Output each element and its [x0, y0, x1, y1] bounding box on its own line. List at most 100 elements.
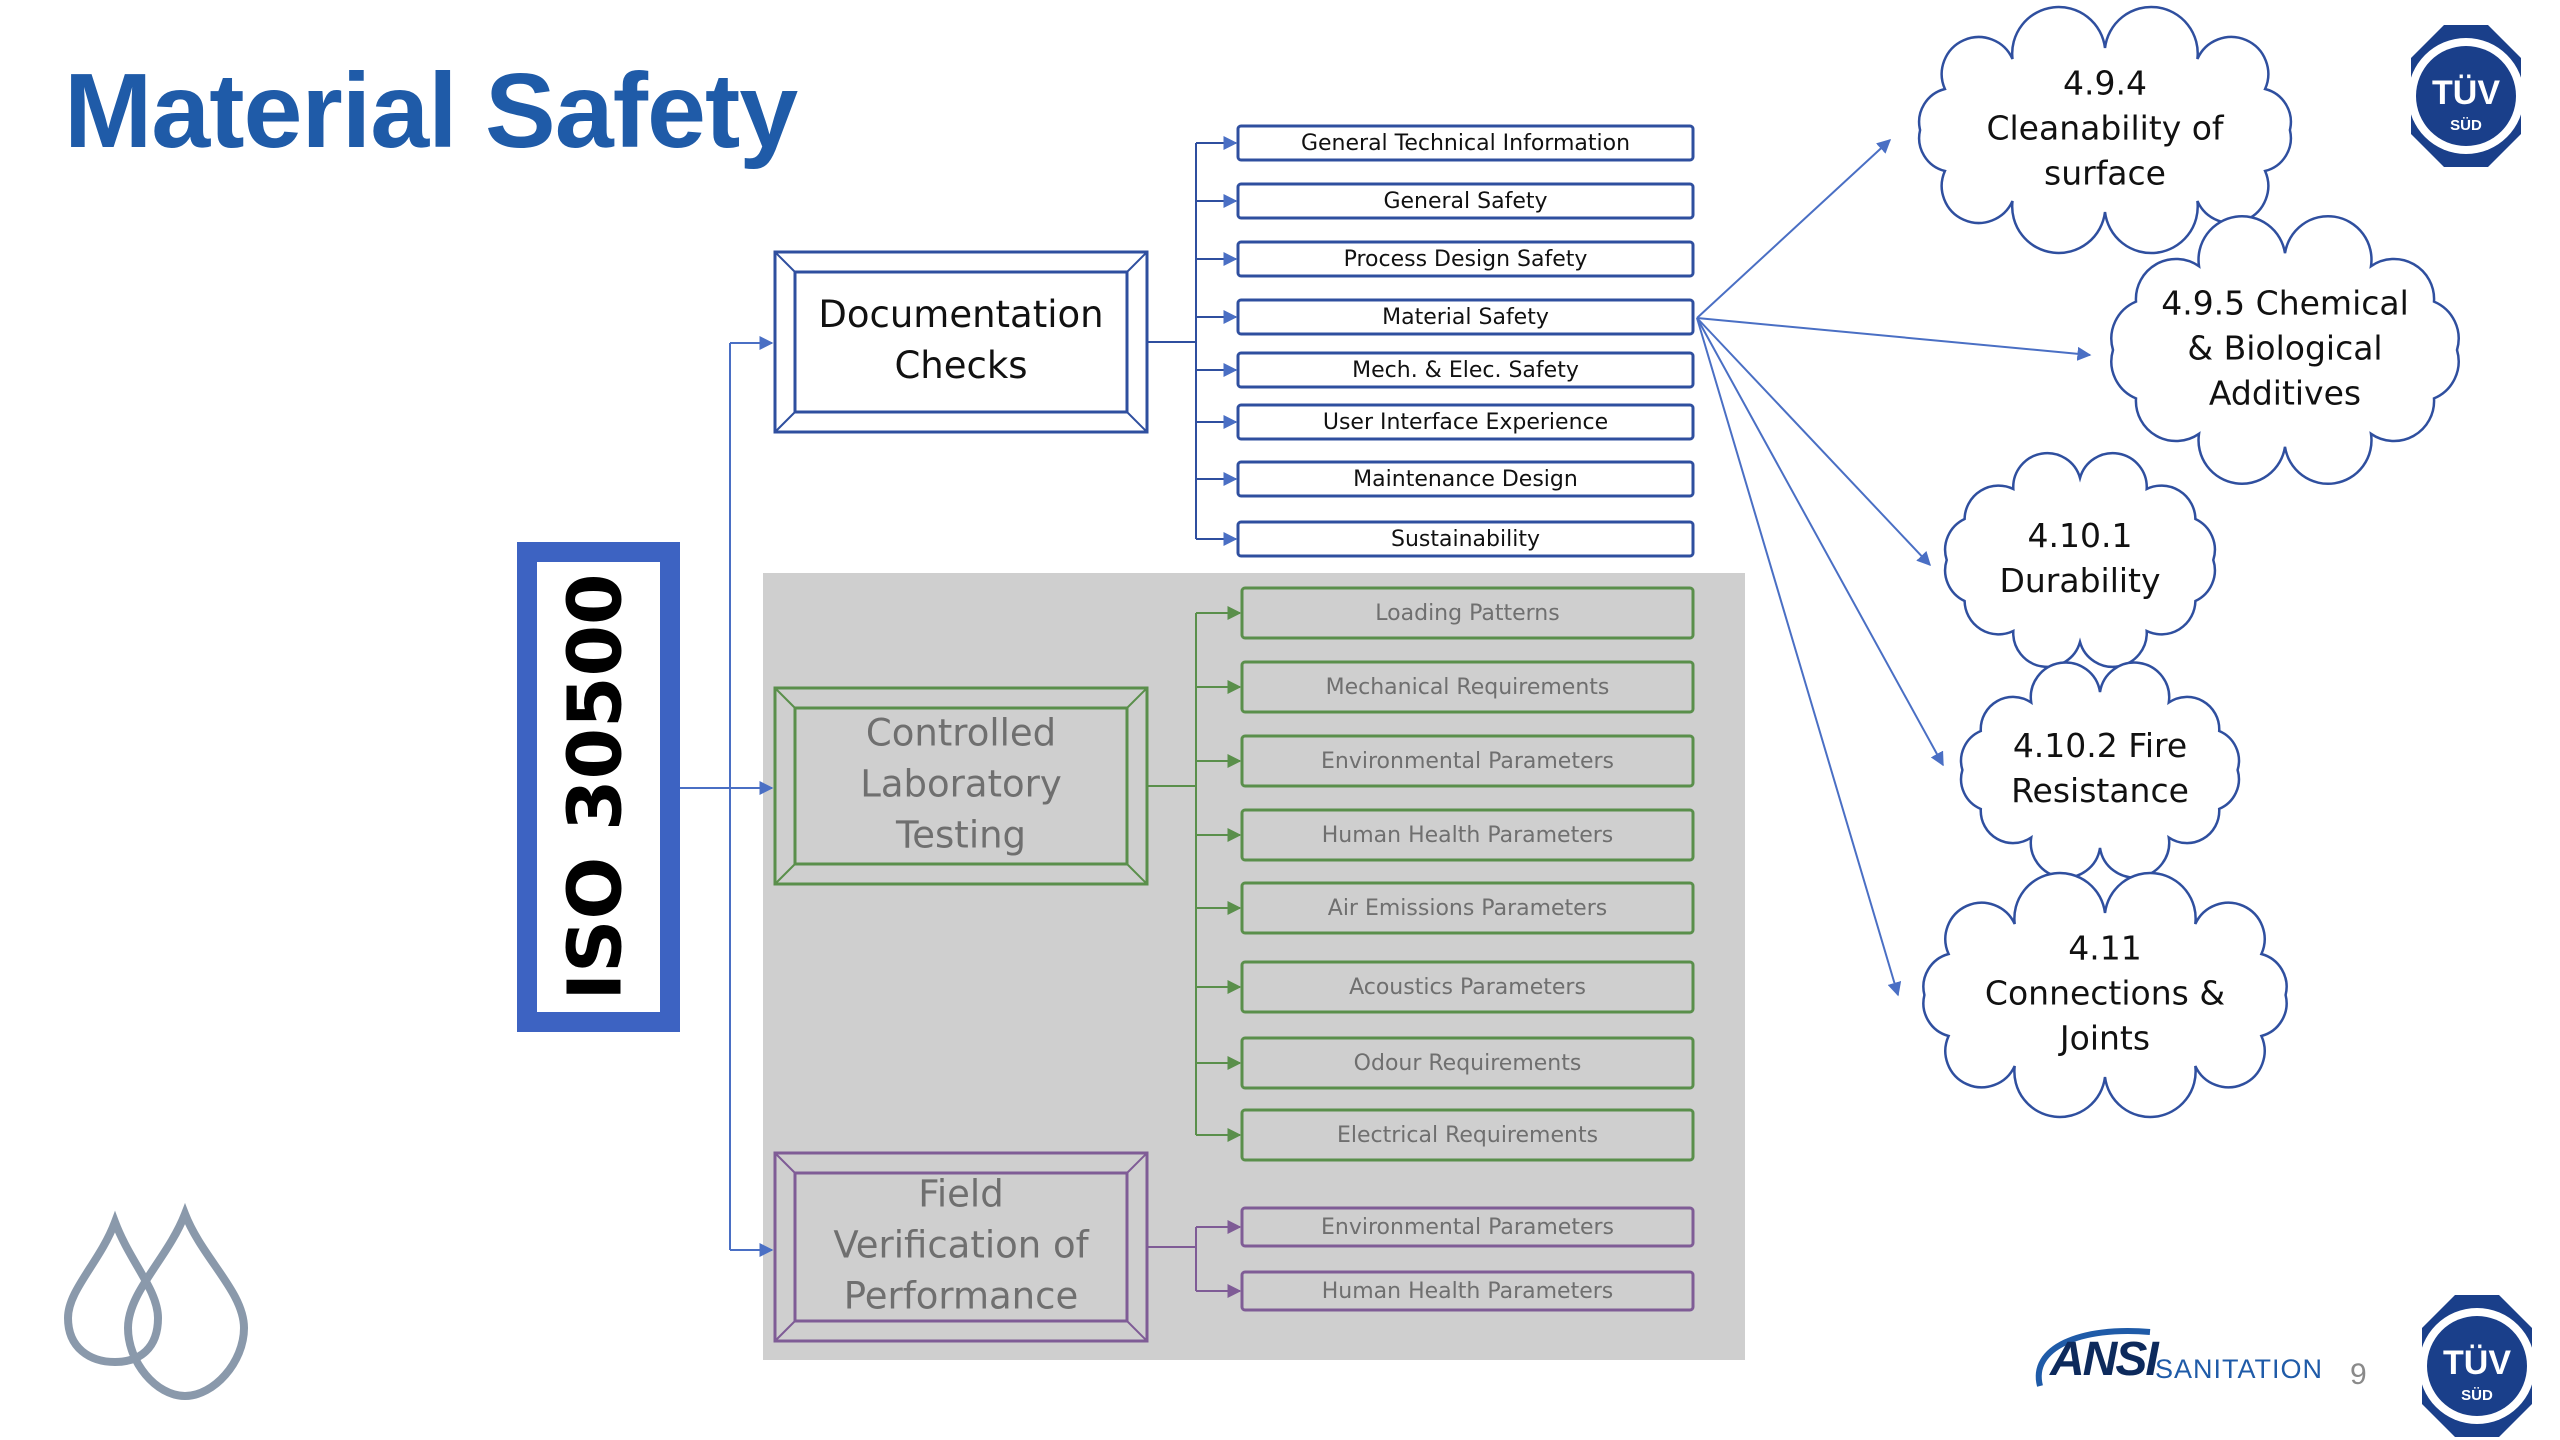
link-to-4-9-4: [1696, 139, 1892, 319]
documentation-item-label: Process Design Safety: [1344, 247, 1588, 272]
documentation-item-label: Material Safety: [1382, 305, 1549, 330]
field-item-label: Human Health Parameters: [1322, 1279, 1614, 1304]
laboratory-item: Loading Patterns: [1240, 586, 1695, 640]
documentation-item: Sustainability: [1236, 520, 1695, 558]
link-to-4-11: [1696, 317, 1902, 997]
cloud-label-line: Durability: [1999, 561, 2160, 600]
ansi-sanitation-logo: ANSI SANITATION: [2020, 1318, 2324, 1398]
field-item: Environmental Parameters: [1240, 1206, 1695, 1248]
documentation-item-label: User Interface Experience: [1323, 410, 1608, 435]
iso-root-label: ISO 30500: [553, 574, 639, 1001]
documentation-item: User Interface Experience: [1236, 403, 1695, 441]
iso-root-box: ISO 30500: [517, 542, 680, 1032]
laboratory-item-label: Environmental Parameters: [1321, 749, 1614, 774]
water-drops-icon: [63, 1202, 249, 1401]
cloud-label-line: Additives: [2209, 374, 2361, 413]
cloud-shape: [1922, 871, 2288, 1119]
cloud-label-line: Connections &: [1985, 974, 2225, 1013]
laboratory-item: Acoustics Parameters: [1240, 960, 1695, 1014]
laboratory-label-line: Controlled: [866, 712, 1056, 755]
cloud-shape: [2110, 214, 2460, 486]
documentation-item: Material Safety: [1236, 298, 1695, 336]
cloud-label-line: 4.10.1: [2028, 516, 2133, 555]
documentation-label-line: Documentation: [818, 293, 1103, 336]
documentation-item-label: Maintenance Design: [1353, 467, 1578, 492]
link-to-4-9-5: [1696, 317, 2092, 361]
cloud-label-line: & Biological: [2187, 329, 2382, 368]
laboratory-item-label: Human Health Parameters: [1322, 823, 1614, 848]
cloud-label-line: Cleanability of: [1986, 109, 2224, 148]
cloud-label-line: 4.9.5 Chemical: [2161, 284, 2409, 323]
documentation-item: Mech. & Elec. Safety: [1236, 351, 1695, 389]
laboratory-item: Mechanical Requirements: [1240, 660, 1695, 714]
field-label-line: Performance: [844, 1275, 1078, 1318]
documentation-item: Maintenance Design: [1236, 460, 1695, 498]
laboratory-item: Environmental Parameters: [1240, 734, 1695, 788]
tuv-logo-bottom-sub: SÜD: [2461, 1387, 2493, 1404]
documentation-label-line: Checks: [894, 344, 1027, 387]
laboratory-item-label: Electrical Requirements: [1337, 1123, 1598, 1148]
laboratory-label-line: Testing: [895, 814, 1026, 857]
link-to-4-10-2: [1696, 317, 1944, 767]
cloud-label-line: 4.9.4: [2063, 64, 2147, 103]
cloud-shape: [1917, 5, 2293, 255]
page-number: 9: [2350, 1358, 2367, 1391]
field-label-line: Field: [918, 1173, 1003, 1216]
documentation-item: General Safety: [1236, 182, 1695, 220]
cloud-label-line: Joints: [2058, 1019, 2150, 1058]
field-connectors: [1147, 1220, 1242, 1298]
laboratory-label-line: Laboratory: [860, 763, 1062, 806]
laboratory-item: Odour Requirements: [1240, 1036, 1695, 1090]
cloud-shape: [1959, 661, 2241, 879]
slide-title: Material Safety: [64, 52, 798, 170]
field-item: Human Health Parameters: [1240, 1270, 1695, 1312]
ansi-tagline: SANITATION: [2155, 1354, 2324, 1384]
tuv-sud-logo-bottom: TÜV SÜD: [2419, 1295, 2535, 1437]
laboratory-item: Electrical Requirements: [1240, 1108, 1695, 1162]
laboratory-connectors: [1147, 606, 1242, 1142]
tuv-logo-bottom-text: TÜV: [2443, 1344, 2511, 1382]
laboratory-item-label: Odour Requirements: [1354, 1051, 1582, 1076]
ansi-brand: ANSI: [2050, 1333, 2159, 1386]
documentation-item-label: General Technical Information: [1301, 131, 1630, 156]
laboratory-item-label: Air Emissions Parameters: [1328, 896, 1607, 921]
cloud-label-line: 4.11: [2068, 929, 2141, 968]
laboratory-item-label: Loading Patterns: [1375, 601, 1559, 626]
documentation-item-label: Sustainability: [1391, 527, 1540, 552]
laboratory-item-label: Mechanical Requirements: [1326, 675, 1610, 700]
ansi-swoosh-icon: [2035, 1328, 2151, 1387]
testing-panel: [763, 573, 1745, 1360]
documentation-item: General Technical Information: [1236, 124, 1695, 162]
laboratory-item-label: Acoustics Parameters: [1349, 975, 1586, 1000]
link-to-4-10-1: [1696, 317, 1931, 567]
tuv-logo-top-text: TÜV: [2432, 74, 2500, 112]
field-label-line: Verification of: [833, 1224, 1089, 1267]
documentation-item: Process Design Safety: [1236, 240, 1695, 278]
documentation-connectors: [1147, 136, 1238, 546]
field-item-label: Environmental Parameters: [1321, 1215, 1614, 1240]
material-safety-links: [1696, 139, 2092, 997]
laboratory-item: Air Emissions Parameters: [1240, 881, 1695, 935]
tuv-logo-top-sub: SÜD: [2450, 117, 2482, 134]
laboratory-item: Human Health Parameters: [1240, 808, 1695, 862]
cloud-label-line: Resistance: [2011, 771, 2189, 810]
documentation-item-label: General Safety: [1383, 189, 1547, 214]
cloud-shape: [1943, 451, 2217, 669]
cloud-label-line: 4.10.2 Fire: [2013, 726, 2187, 765]
cloud-label-line: surface: [2044, 154, 2166, 193]
root-connectors: [680, 336, 774, 1257]
